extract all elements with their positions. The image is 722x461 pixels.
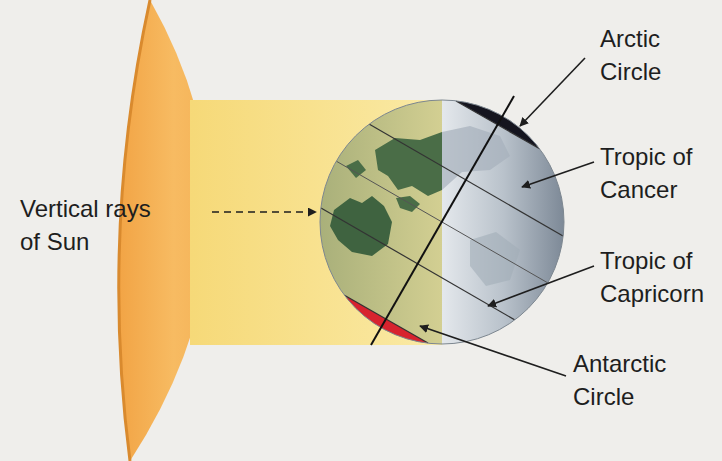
leader-arrow xyxy=(488,266,594,306)
sun-edge xyxy=(119,0,150,461)
continent xyxy=(470,232,520,286)
callout-label: Arctic Circle xyxy=(600,22,700,88)
globe xyxy=(320,80,570,360)
continent xyxy=(330,196,392,256)
dark-half xyxy=(442,100,566,345)
leader-arrow xyxy=(520,58,585,126)
earth-axis xyxy=(371,96,514,345)
callout-label: Tropic of Cancer xyxy=(600,140,712,206)
arctic-cap xyxy=(456,80,570,149)
callout-label: Antarctic Circle xyxy=(573,347,695,413)
continent xyxy=(442,126,510,190)
antarctic-cap xyxy=(320,290,430,360)
island xyxy=(396,196,420,212)
ray-arrow xyxy=(212,211,316,213)
continent xyxy=(375,132,442,196)
lit-half xyxy=(320,100,442,345)
leader-arrow xyxy=(420,326,566,376)
callout-label: Vertical rays of Sun xyxy=(20,192,175,258)
callout-label: Tropic of Capricorn xyxy=(600,244,712,310)
light-beam xyxy=(190,100,442,345)
leader-arrow xyxy=(522,162,594,187)
